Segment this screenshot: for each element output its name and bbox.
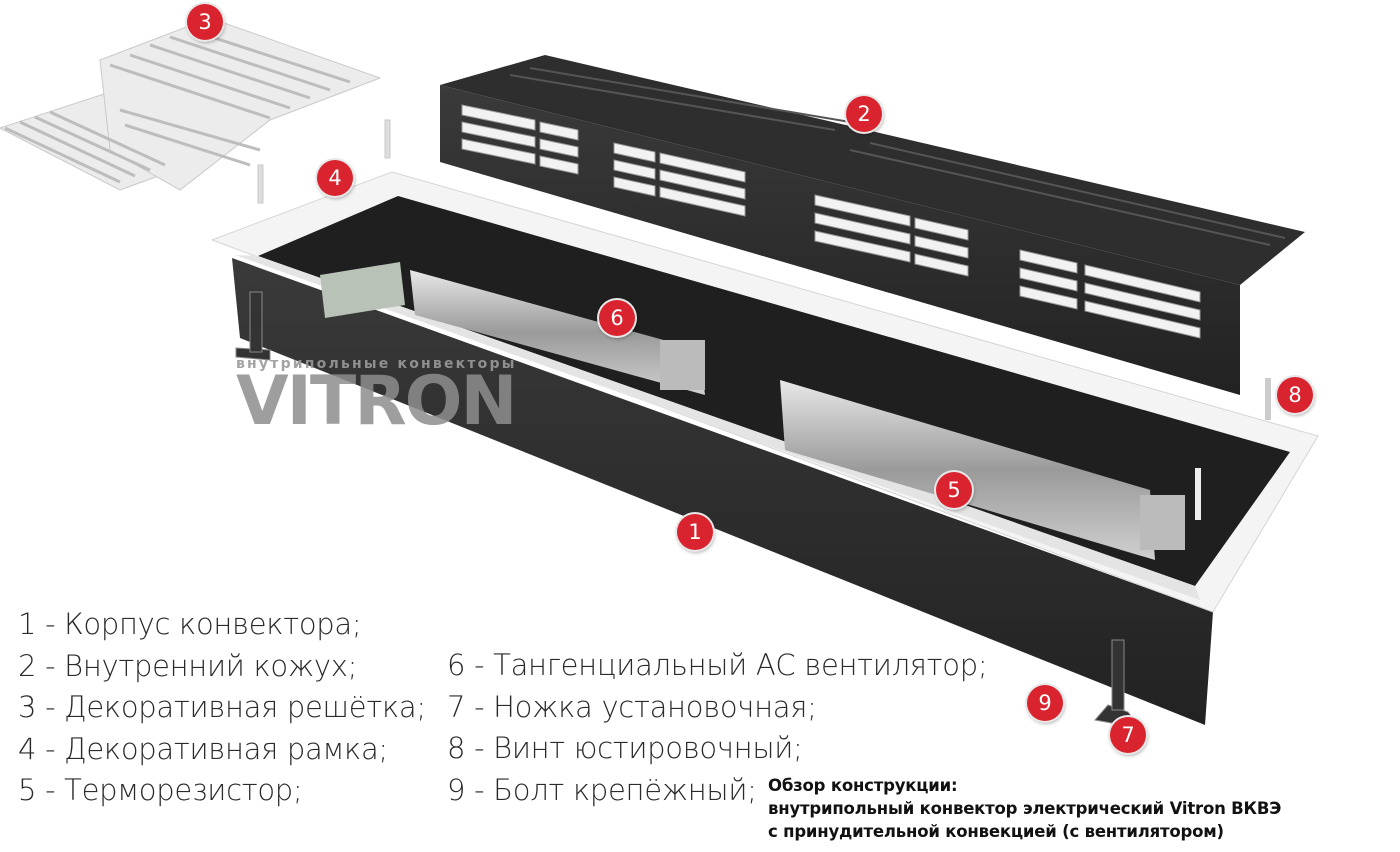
legend-item: 1 - Корпус конвектора; (18, 607, 362, 641)
legend-item: 3 - Декоративная решётка; (18, 690, 426, 724)
badge-8: 8 (1277, 377, 1313, 413)
badge-1: 1 (677, 514, 713, 550)
legend-item: 6 - Тангенциальный АС вентилятор; (447, 648, 988, 682)
badge-9: 9 (1027, 685, 1063, 721)
caption: Обзор конструкции: внутрипольный конвект… (768, 774, 1281, 843)
caption-line: внутрипольный конвектор электрический Vi… (768, 799, 1282, 818)
convector-body (210, 171, 1319, 729)
legend-item: 2 - Внутренний кожух; (18, 648, 358, 683)
badge-6: 6 (599, 300, 635, 336)
legend-item: 8 - Винт юстировочный; (447, 731, 803, 765)
decorative-grille (0, 17, 391, 204)
badge-5: 5 (936, 472, 972, 508)
legend-item: 9 - Болт крепёжный; (447, 772, 757, 807)
badge-3: 3 (187, 4, 223, 40)
legend-left: 1 - Корпус конвектора; 2 - Внутренний ко… (18, 604, 426, 812)
vitron-logo: VITRON (236, 362, 517, 441)
legend-item: 4 - Декоративная рамка; (18, 731, 388, 766)
legend-right: 6 - Тангенциальный АС вентилятор; 7 - Но… (447, 645, 988, 811)
caption-title: Обзор конструкции: (768, 776, 958, 795)
badge-7: 7 (1110, 717, 1146, 753)
badge-2: 2 (846, 96, 882, 132)
legend-item: 7 - Ножка установочная; (447, 689, 817, 724)
logo-subtitle: внутрипольные конвекторы (236, 356, 517, 372)
inner-cover (440, 55, 1305, 395)
legend-item: 5 - Терморезистор; (18, 773, 303, 807)
badge-4: 4 (317, 160, 353, 196)
caption-line: с принудительной конвекцией (с вентилято… (768, 822, 1224, 841)
